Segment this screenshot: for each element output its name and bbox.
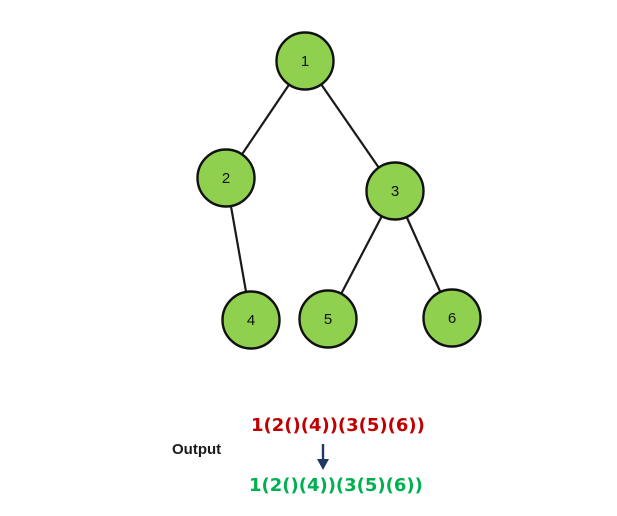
tree-node-5: 5 — [298, 289, 358, 349]
binary-tree-diagram: 1 2 3 4 5 6 — [196, 31, 482, 350]
edge-n3-n5 — [340, 215, 383, 295]
node-label: 1 — [301, 53, 309, 70]
node-circle — [298, 289, 358, 349]
edge-n3-n6 — [405, 216, 442, 293]
node-circle — [221, 290, 281, 350]
node-label: 4 — [247, 312, 255, 329]
output-expression: 1(2()(4))(3(5)(6)) — [249, 475, 423, 496]
edge-n1-n2 — [241, 84, 290, 155]
input-expression: 1(2()(4))(3(5)(6)) — [251, 415, 425, 436]
node-circle — [422, 288, 482, 348]
node-label: 5 — [324, 311, 332, 328]
tree-node-4: 4 — [221, 290, 281, 350]
edge-n1-n3 — [320, 83, 380, 169]
node-circle — [365, 161, 425, 221]
tree-node-2: 2 — [196, 148, 256, 208]
tree-node-6: 6 — [422, 288, 482, 348]
tree-node-3: 3 — [365, 161, 425, 221]
node-label: 6 — [448, 310, 456, 327]
tree-nodes: 1 2 3 4 5 6 — [196, 31, 482, 350]
node-circle — [275, 31, 335, 91]
node-label: 2 — [222, 170, 230, 187]
arrow-down-icon — [317, 444, 329, 470]
tree-edges — [229, 83, 442, 295]
tree-node-1: 1 — [275, 31, 335, 91]
node-circle — [196, 148, 256, 208]
output-label: Output — [172, 441, 222, 458]
edge-n2-n4 — [229, 205, 248, 293]
node-label: 3 — [391, 183, 399, 200]
